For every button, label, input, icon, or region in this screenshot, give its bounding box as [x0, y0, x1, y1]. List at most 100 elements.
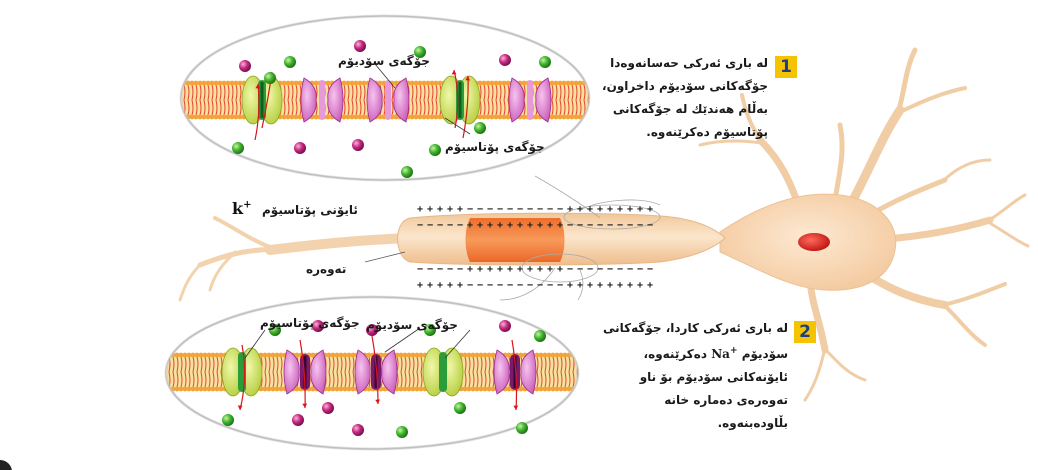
lipid-head [313, 80, 319, 86]
charge-sign: + [577, 204, 583, 215]
top-potassium-channel-label: جۆگەی پۆتاسیۆم [445, 140, 545, 154]
lipid-tail [427, 84, 430, 101]
lipid-head [557, 80, 563, 86]
lipid-tail [203, 84, 206, 101]
lipid-tail [187, 99, 190, 116]
lipid-head [577, 80, 583, 86]
lipid-tail [283, 99, 286, 116]
lipid-head [233, 80, 239, 86]
lipid-head [237, 114, 243, 120]
lipid-tail [575, 84, 578, 101]
lipid-tail [299, 84, 302, 101]
lipid-head [342, 386, 348, 392]
ion-flow-arrow [453, 69, 459, 129]
lipid-head [181, 80, 183, 86]
potassium-ion [222, 414, 234, 426]
sodium-channel [508, 77, 552, 123]
lipid-tail [223, 84, 226, 101]
lipid-head [506, 352, 512, 358]
lipid-tail [172, 371, 175, 388]
lipid-tail [419, 84, 422, 101]
lipid-tail [404, 371, 407, 388]
lipid-head [193, 114, 199, 120]
lipid-tail [492, 371, 495, 388]
lipid-head [485, 80, 491, 86]
lipid-tail [487, 99, 490, 116]
lipid-head [538, 352, 544, 358]
lipid-tail [423, 84, 426, 101]
lipid-tail [563, 84, 566, 101]
lipid-head [289, 114, 295, 120]
lipid-head [213, 80, 219, 86]
charge-sign: + [607, 204, 613, 215]
lipid-tail [215, 99, 218, 116]
charge-sign: − [547, 204, 553, 215]
step-2-line: بڵاودەبنەوە. [717, 416, 788, 430]
charge-sign: − [417, 220, 423, 231]
lipid-head [534, 386, 540, 392]
lipid-tail [507, 99, 510, 116]
lipid-tail [207, 84, 210, 101]
charge-sign: − [427, 264, 433, 275]
lipid-head [433, 114, 439, 120]
lipid-head [497, 114, 503, 120]
lipid-head [414, 352, 420, 358]
connector-lines [499, 175, 661, 301]
lipid-tail [548, 371, 551, 388]
lipid-head [190, 352, 196, 358]
lipid-head [550, 386, 556, 392]
lipid-head [229, 114, 235, 120]
lipid-head [225, 114, 231, 120]
lipid-head [206, 352, 212, 358]
lipid-head [485, 114, 491, 120]
depolarized-zone [465, 218, 565, 262]
lipid-tail [416, 371, 419, 388]
lipid-tail [347, 84, 350, 101]
charge-sign: − [527, 280, 533, 291]
lipid-head [325, 80, 331, 86]
charge-sign: + [627, 280, 633, 291]
lipid-tail [268, 371, 271, 388]
lipid-tail [420, 371, 423, 388]
lipid-head [209, 114, 215, 120]
lipid-tail [216, 371, 219, 388]
lipid-head [341, 80, 347, 86]
lipid-tail [431, 99, 434, 116]
charge-sign: + [417, 280, 423, 291]
charge-sign: + [547, 264, 553, 275]
lipid-head [566, 386, 572, 392]
lipid-head [190, 386, 196, 392]
lipid-tail [348, 371, 351, 388]
lipid-tail [220, 371, 223, 388]
lipid-tail [264, 371, 267, 388]
ion-flow-arrow [239, 344, 246, 411]
lipid-tail [355, 84, 358, 101]
lipid-head [506, 386, 512, 392]
corner-mark [0, 460, 12, 470]
lipid-head [554, 352, 560, 358]
lipid-head [558, 386, 564, 392]
charge-signs-top-outer: +++++−−−−−−−−−−+++++++++ [417, 204, 653, 215]
lipid-head [366, 352, 372, 358]
step-1-text: لە باری ئەرکی حەسانەوەدا جۆگەکانی سۆدیۆم… [568, 52, 768, 144]
charge-sign: − [557, 204, 563, 215]
lipid-head [542, 386, 548, 392]
lipid-tail [484, 371, 487, 388]
lipid-tail [351, 84, 354, 101]
lipid-head [462, 386, 468, 392]
lipid-head [417, 114, 423, 120]
charge-sign: − [587, 220, 593, 231]
lipid-head [221, 114, 227, 120]
lipid-tail [427, 99, 430, 116]
lipid-tail [239, 84, 242, 101]
charge-sign: − [467, 280, 473, 291]
lipid-tail [216, 356, 219, 373]
lipid-tail [204, 356, 207, 373]
charge-sign: + [527, 220, 533, 231]
sodium-channel [493, 349, 537, 395]
lipid-tail [536, 356, 539, 373]
charge-sign: + [597, 204, 603, 215]
lipid-tail [180, 371, 183, 388]
lipid-head [546, 352, 552, 358]
lipid-head [486, 352, 492, 358]
